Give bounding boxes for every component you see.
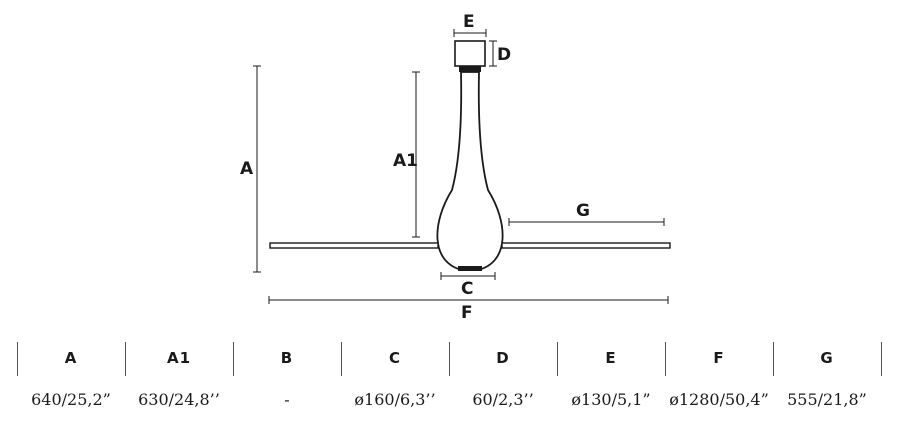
column-divider [773, 342, 774, 376]
label-a: A [240, 159, 254, 179]
dimension-c [440, 272, 496, 280]
column-e: E ø130/5,1” [557, 340, 665, 420]
column-a: A 640/25,2” [17, 340, 125, 420]
fan-body [436, 71, 504, 271]
column-header: G [820, 349, 834, 367]
dimension-a1 [412, 71, 420, 238]
column-header: C [388, 349, 401, 367]
column-divider [341, 342, 342, 376]
column-divider [449, 342, 450, 376]
blade-left [269, 242, 439, 249]
column-value: 60/2,3’’ [472, 390, 534, 409]
column-divider [881, 342, 882, 376]
dimension-table: A 640/25,2” A1 630/24,8’’ B - C ø160/6,3… [17, 340, 882, 420]
label-f: F [461, 303, 473, 320]
column-header: A1 [166, 349, 192, 367]
column-header: D [496, 349, 510, 367]
column-divider [233, 342, 234, 376]
column-header: B [280, 349, 294, 367]
dimension-e [453, 29, 487, 37]
label-d: D [497, 45, 511, 65]
column-g: G 555/21,8” [773, 340, 881, 420]
column-divider [557, 342, 558, 376]
column-divider [125, 342, 126, 376]
column-divider [17, 342, 18, 376]
label-e: E [463, 12, 475, 32]
column-a1: A1 630/24,8’’ [125, 340, 233, 420]
dimension-g [508, 218, 665, 226]
column-d: D 60/2,3’’ [449, 340, 557, 420]
column-header: E [605, 349, 617, 367]
label-a1: A1 [393, 151, 418, 171]
column-b: B - [233, 340, 341, 420]
dimension-d [489, 40, 497, 67]
label-c: C [461, 279, 473, 299]
column-header: F [713, 349, 725, 367]
mount-collar [459, 66, 481, 72]
column-c: C ø160/6,3’’ [341, 340, 449, 420]
blade-right [501, 242, 671, 249]
column-value: ø160/6,3’’ [354, 390, 436, 409]
column-value: ø130/5,1” [571, 390, 651, 409]
column-value: 630/24,8’’ [138, 390, 220, 409]
body-bottom-cap [458, 266, 482, 271]
column-f: F ø1280/50,4” [665, 340, 773, 420]
column-value: 555/21,8” [787, 390, 867, 409]
fan-dimension-drawing: A A1 E D G C F [240, 12, 671, 320]
column-value: 640/25,2” [31, 390, 111, 409]
column-value: ø1280/50,4” [669, 390, 769, 409]
column-value: - [284, 390, 290, 409]
dimension-f [268, 296, 669, 304]
dimension-a [253, 65, 261, 273]
column-header: A [64, 349, 78, 367]
column-divider [665, 342, 666, 376]
label-g: G [576, 201, 590, 221]
ceiling-mount-box [454, 40, 486, 67]
